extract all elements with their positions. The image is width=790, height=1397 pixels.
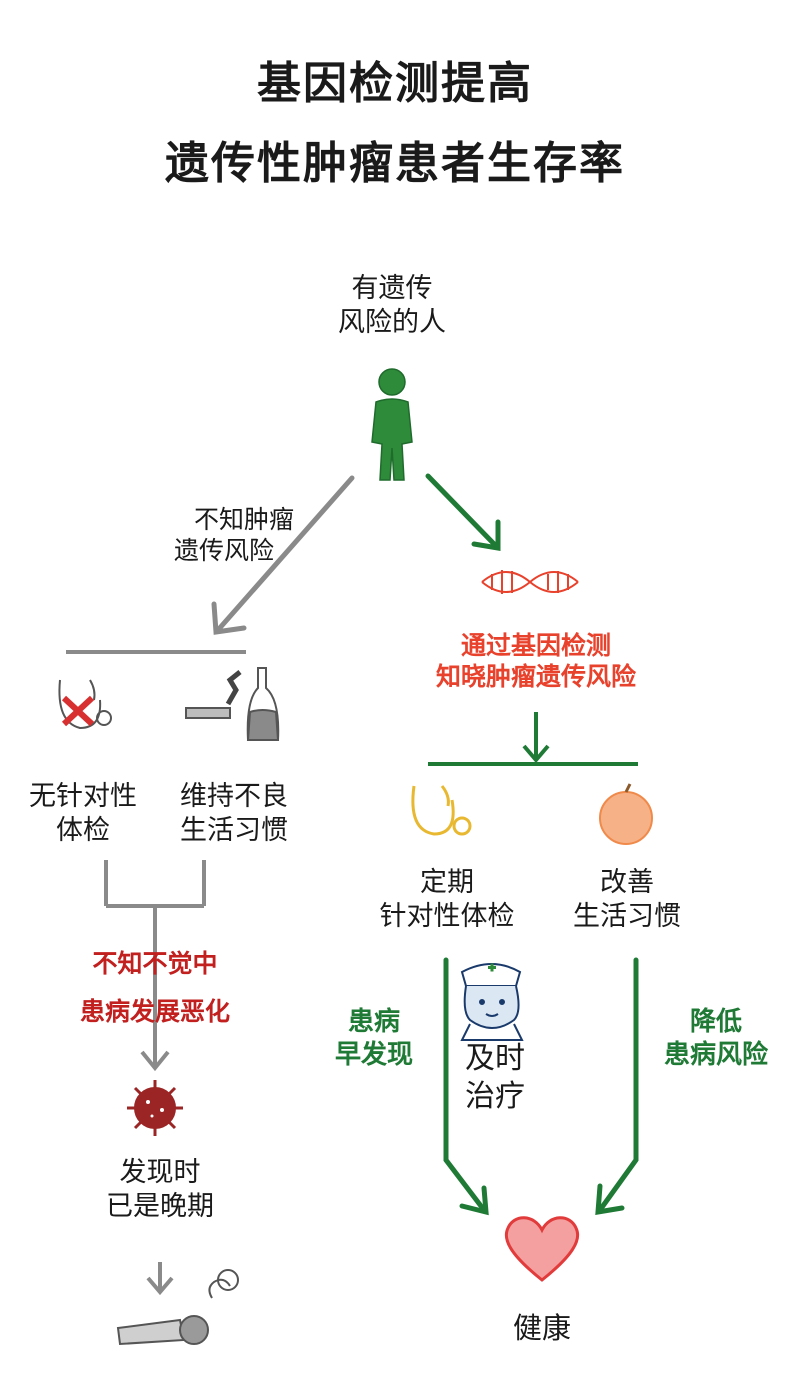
apple-icon [599, 783, 653, 845]
title-line-2: 遗传性肿瘤患者生存率 [165, 138, 625, 189]
late-stage-label: 发现时 已是晚期 [106, 1157, 214, 1222]
left-branch-arrow [211, 475, 355, 635]
virus-icon [127, 1080, 183, 1136]
dna-icon [481, 570, 579, 594]
right-green-arrow [595, 957, 639, 1215]
heart-icon [504, 1216, 580, 1282]
late-arrow [146, 1262, 174, 1296]
healthy-label: 健康 [512, 1311, 571, 1345]
right-branch-arrow [425, 473, 501, 551]
title-line-1: 基因检测提高 [257, 58, 533, 109]
lower-risk-label: 降低 患病风险 [663, 1007, 768, 1070]
top-person-label: 有遗传 风险的人 [338, 273, 446, 338]
left-branch-label: 不知肿瘤 遗传风险 [173, 505, 294, 566]
nurse-icon [460, 963, 524, 1041]
person-icon [371, 368, 413, 481]
early-detect-label: 患病 早发现 [334, 1007, 413, 1070]
better-habits-label: 改善 生活习惯 [573, 867, 681, 932]
stethoscope-cross-icon [58, 679, 112, 730]
right-branch-label: 通过基因检测 知晓肿瘤遗传风险 [435, 631, 636, 692]
right-down-arrow [522, 712, 550, 764]
worsening-label: 不知不觉中 患病发展恶化 [79, 949, 230, 1026]
no-checkup-label: 无针对性 体检 [29, 781, 137, 846]
timely-treat-label: 及时 治疗 [465, 1041, 525, 1114]
bad-habits-label: 维持不良 生活习惯 [180, 781, 288, 846]
fallen-person-icon [116, 1269, 239, 1346]
left-green-arrow [443, 957, 489, 1216]
left-merge-lines [104, 860, 206, 1072]
cigarette-bottle-icon [185, 667, 280, 741]
regular-checkup-label: 定期 针对性体检 [379, 867, 515, 932]
stethoscope-icon [411, 785, 472, 836]
